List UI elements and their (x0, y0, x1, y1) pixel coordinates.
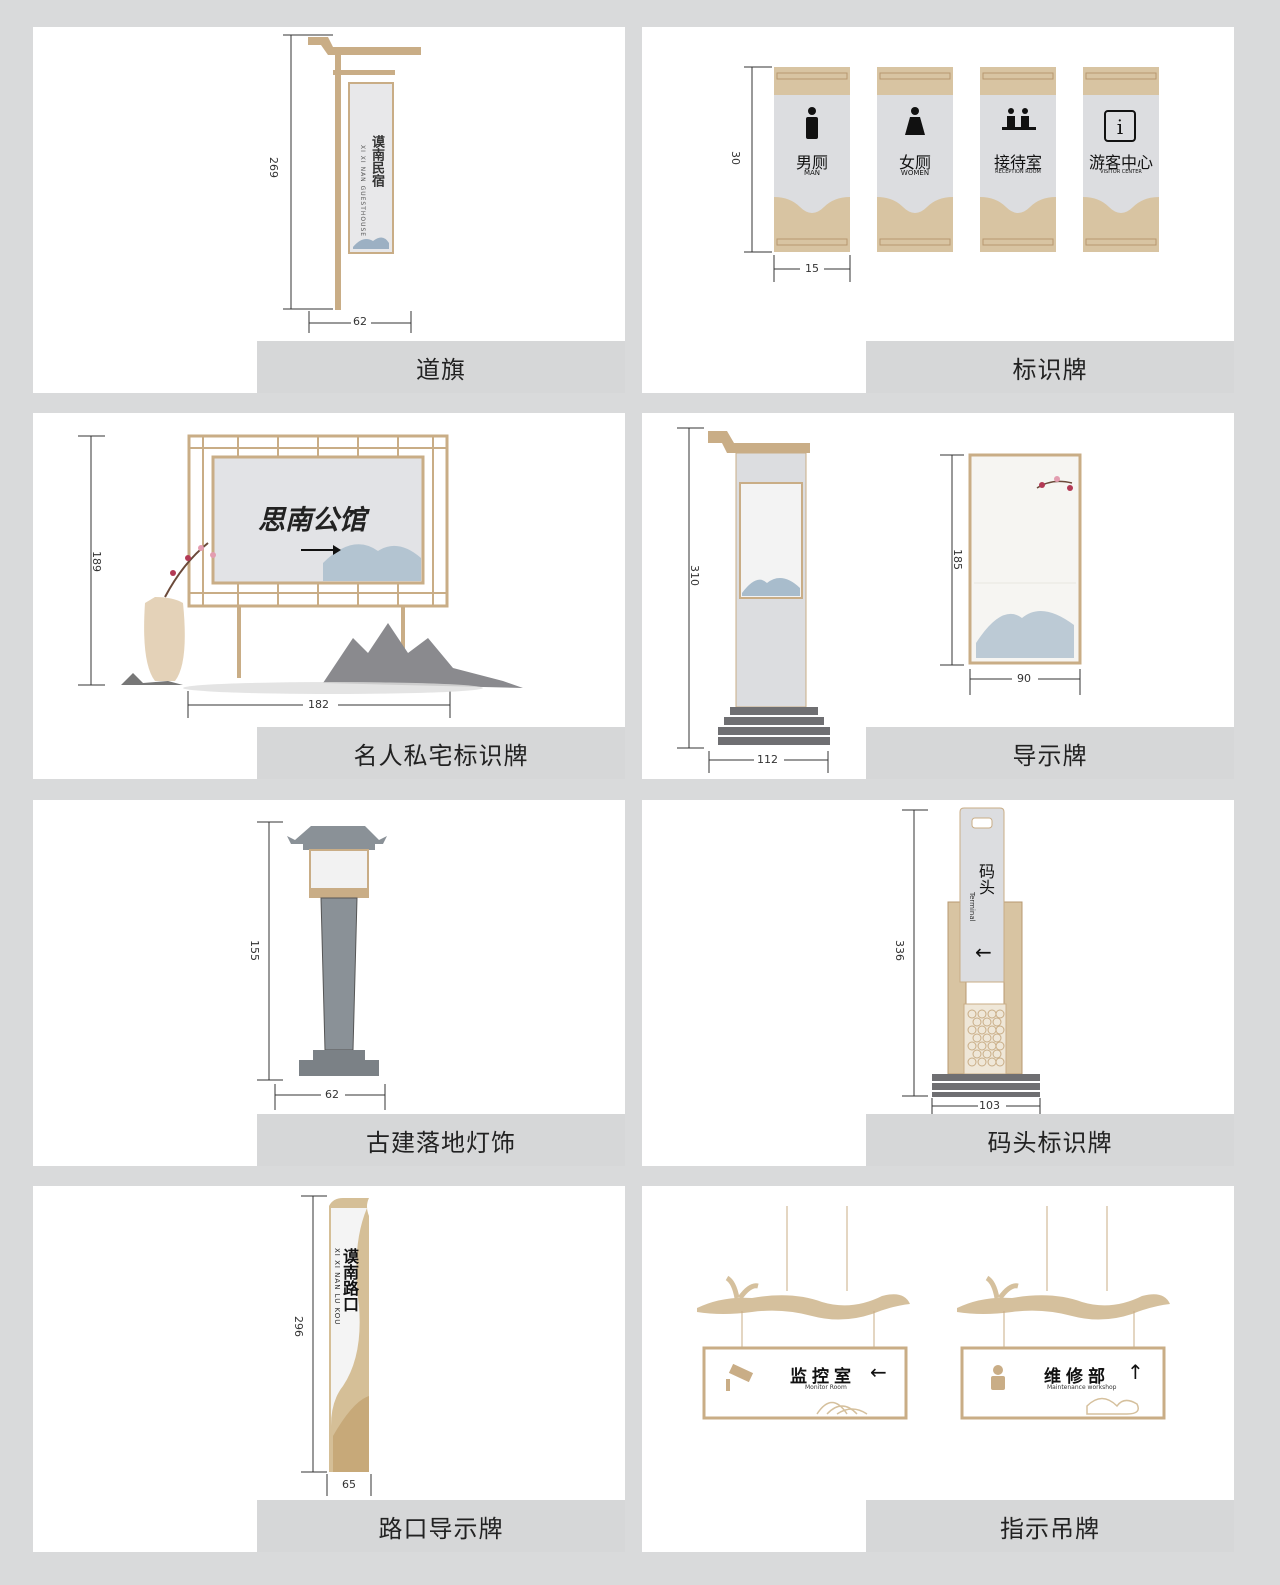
panel-caption: 导示牌 (866, 727, 1234, 779)
pier-sign-illustration (902, 807, 1041, 1116)
panel-pier-sign: 码头 Terminal ← 336 103 码头标识牌 (642, 800, 1234, 1166)
pier-sign-subtext: Terminal (968, 892, 976, 922)
arrow-left-icon: ← (975, 940, 992, 964)
reception-icon (1002, 108, 1036, 130)
panel-guide-sign: 310 112 185 90 导示牌 (642, 413, 1234, 779)
dim-width: 65 (342, 1478, 356, 1491)
sign-man-en: MAN (803, 169, 821, 177)
dim-width: 62 (325, 1088, 339, 1101)
panel-caption: 标识牌 (866, 341, 1234, 393)
dim-width-right: 90 (1017, 672, 1031, 685)
hanging-sign-illustration (697, 1206, 1170, 1420)
sign-man-cn: 男厕 (795, 153, 828, 172)
sign-reception-cn: 接待室 (993, 153, 1042, 172)
woman-icon (905, 107, 925, 135)
panel-hanging-sign: 监控室 Monitor Room ← 维修部 Maintenance works… (642, 1186, 1234, 1552)
info-icon: i (1104, 110, 1136, 142)
man-icon (806, 107, 818, 139)
hanging-sign-monitor-cn: 监控室 (790, 1367, 856, 1387)
sign-visitor-en: VISITOR CENTER (1100, 169, 1142, 175)
panel-caption: 码头标识牌 (866, 1114, 1234, 1166)
panel-floor-lamp: 155 62 古建落地灯饰 (33, 800, 625, 1166)
panel-caption: 古建落地灯饰 (257, 1114, 625, 1166)
panel-caption: 名人私宅标识牌 (257, 727, 625, 779)
dim-width: 15 (805, 262, 819, 275)
dim-height: 336 (893, 940, 906, 961)
hanging-sign-maintenance-cn: 维修部 (1044, 1367, 1110, 1387)
road-flag-text: 谟南民宿 (369, 135, 384, 187)
sign-visitor-cn: 游客中心 (1088, 153, 1153, 172)
intersection-sign-text: 谟南路口 (340, 1248, 359, 1312)
sign-reception-en: RECEPTION ROOM (995, 169, 1041, 175)
guide-sign-illustration (677, 427, 1082, 773)
dim-width: 182 (308, 698, 329, 711)
road-flag-illustration (283, 34, 421, 333)
panel-road-flag: 谟南民宿 XI XI NAN GUESTHOUSE 269 62 道旗 (33, 27, 625, 393)
residence-sign-illustration (78, 434, 523, 718)
hanging-sign-maintenance-en: Maintenance workshop (1047, 1384, 1117, 1391)
dim-width: 62 (353, 315, 367, 328)
dim-height-left: 310 (688, 565, 701, 586)
panel-residence-sign: 思南公馆 189 182 名人私宅标识牌 (33, 413, 625, 779)
sign-women-cn: 女厕 (898, 153, 931, 172)
sign-boards-illustration: i (744, 66, 1159, 282)
brick-base (718, 707, 830, 745)
intersection-sign-subtext: XI XI NAN LU KOU (333, 1248, 341, 1326)
worker-icon (991, 1365, 1005, 1390)
dim-width: 103 (979, 1099, 1000, 1112)
panel-caption: 指示吊牌 (866, 1500, 1234, 1552)
intersection-sign-illustration (301, 1195, 372, 1496)
road-flag-subtext: XI XI NAN GUESTHOUSE (359, 145, 366, 238)
hanging-sign-monitor-en: Monitor Room (805, 1384, 847, 1391)
panel-caption: 道旗 (257, 341, 625, 393)
dim-width-left: 112 (757, 753, 778, 766)
dim-height: 30 (729, 151, 742, 165)
dim-height: 269 (267, 157, 280, 178)
svg-text:i: i (1117, 115, 1123, 139)
sign-shapes (774, 67, 1159, 252)
panel-sign-boards: i 男厕 MAN 女厕 WOMEN 接待室 RECEPTION ROOM 游客中… (642, 27, 1234, 393)
sign-women-en: WOMEN (900, 169, 930, 177)
pier-sign-text: 码头 (976, 863, 995, 895)
camera-icon (726, 1363, 754, 1391)
residence-sign-text: 思南公馆 (258, 505, 366, 536)
dim-height: 155 (248, 940, 261, 961)
panel-caption: 路口导示牌 (257, 1500, 625, 1552)
dim-height: 296 (292, 1316, 305, 1337)
panel-intersection-sign: 谟南路口 XI XI NAN LU KOU 296 65 路口导示牌 (33, 1186, 625, 1552)
dim-height: 189 (90, 551, 103, 572)
arrow-up-icon: ↑ (1127, 1360, 1144, 1384)
arrow-left-icon: ← (870, 1360, 887, 1384)
floor-lamp-illustration (257, 821, 387, 1110)
dim-height-right: 185 (951, 549, 964, 570)
